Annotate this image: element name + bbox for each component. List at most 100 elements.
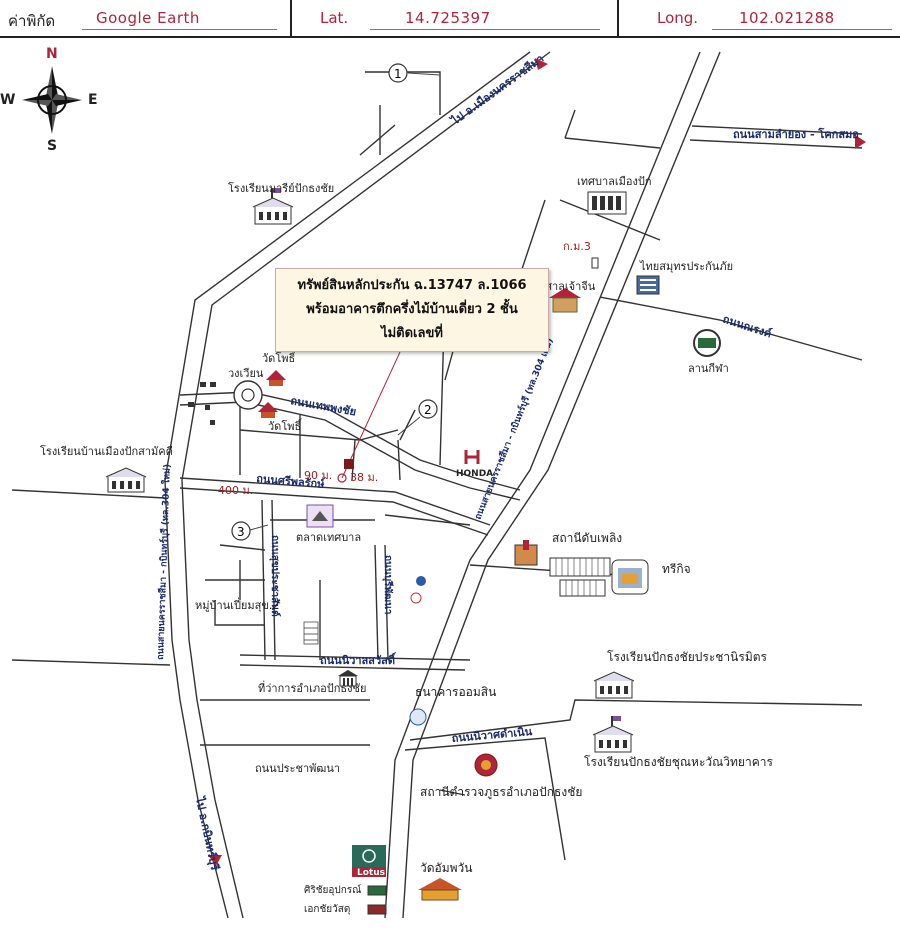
underline: [82, 29, 277, 30]
road-label-hwy304-new: ถนนสายนครราชสีมา - กบินทร์บุรี (ทล.304 ใ…: [154, 464, 173, 660]
place-label-lotus: Lotus: [357, 868, 385, 878]
niwat-road: [239, 654, 471, 661]
lat-label: Lat.: [320, 9, 349, 27]
narong-road: [599, 296, 863, 361]
hwy-304-old-road: [402, 51, 721, 919]
school-icon: [252, 188, 294, 225]
niwat-road: [239, 664, 466, 671]
government-building-icon: [338, 670, 358, 687]
compass-west: W: [0, 92, 16, 108]
place-label-thai-insurance: ไทยสมุทรประกันภัย: [639, 260, 733, 273]
place-label-wat-umpawan: วัดอัมพวัน: [420, 861, 473, 875]
distance-38m: 38 ม.: [350, 471, 378, 484]
road: [439, 789, 466, 796]
niwat-damnoen-road: [404, 737, 566, 861]
underline: [712, 29, 892, 30]
place-label-km3: ก.ม.3: [563, 240, 591, 253]
road-label-buripatana: ถนนบุรีพัฒนา: [382, 555, 394, 615]
school-icon: [593, 671, 635, 699]
road: [11, 489, 166, 499]
hwy-304-new-road: [164, 51, 531, 919]
road: [384, 514, 471, 526]
compass-rose: N S W E: [0, 46, 98, 158]
place-label-ekachai-store: เอกชัยวัสดุ: [304, 904, 350, 915]
bank-logo-icon: [409, 708, 427, 726]
road: [397, 439, 401, 481]
place-label-ban-muang-school: โรงเรียนบ้านเมืองปักสามัคคี: [40, 444, 173, 458]
niwat-damnoen-road: [409, 699, 863, 741]
road-label-niwat-sawat: ถนนนิวาสสวัสดิ์: [320, 652, 397, 667]
place-label-fire-station: สถานีดับเพลิง: [552, 531, 622, 545]
place-label-tri-kit: ทรีกิจ: [662, 562, 691, 576]
underline: [370, 29, 600, 30]
direction-arrow-icon: [855, 135, 866, 149]
place-label-wat-pho-1: วัดโพธิ์: [262, 350, 297, 365]
theppongchai-road: [179, 401, 521, 501]
gas-station-icon: [410, 592, 422, 604]
place-label-chunhawan-school: โรงเรียนปักธงชัยชุณหะวัณวิทยาคาร: [584, 755, 773, 770]
coord-label: ค่าพิกัด: [8, 12, 56, 30]
market-icon: [306, 504, 334, 528]
sam-lamyong-road: [691, 125, 863, 135]
place-label-village: หมู่บ้านเปี่ยมสุข.2: [195, 597, 279, 612]
road-label-sam-lamyong: ถนนสามลำยอง - โคกสมอ: [733, 127, 859, 141]
store-sign-icon: [367, 885, 387, 896]
place-label-honda: HONDA: [456, 469, 493, 479]
long-label: Long.: [657, 9, 699, 27]
municipality-building-icon: [587, 191, 627, 215]
temple-icon: [258, 402, 278, 418]
subject-property-icon: [344, 459, 354, 469]
temple-icon: [418, 878, 462, 901]
place-label-shrine: ศาลเจ้าจีน: [545, 280, 596, 293]
header-cell-lat: Lat. 14.725397: [290, 0, 619, 36]
road-label-to-korat: ไป อ.เมืองนครราชสีมา: [447, 51, 546, 129]
marker-label: 1: [394, 67, 402, 81]
store-sign-icon: [367, 904, 387, 915]
office-building-icon: [636, 275, 660, 295]
road: [564, 137, 661, 149]
long-value: 102.021288: [739, 9, 835, 27]
place-label-marie-school: โรงเรียนมารีย์ปักธงชัย: [228, 181, 334, 195]
road: [214, 600, 265, 626]
fire-station-icon: [514, 540, 538, 566]
stadium-icon: [693, 329, 721, 357]
road-label-sukhaprachasan: ถนนสุขประชาสันต์: [269, 535, 281, 617]
compass-south: S: [47, 138, 58, 154]
building-icon: [188, 402, 194, 407]
building-icon: [200, 382, 206, 387]
road: [559, 199, 661, 241]
place-label-market: ตลาดเทศบาล: [296, 531, 361, 544]
coord-source: Google Earth: [96, 9, 200, 27]
marker-1: 1: [388, 63, 441, 83]
parking-icon: [303, 621, 319, 645]
callout-line-1: ทรัพย์สินหลักประกัน ฉ.13747 ล.1066: [297, 278, 527, 293]
callout-leader-line: [341, 351, 401, 479]
place-label-stadium: ลานกีฬา: [688, 362, 729, 375]
buripatana-road: [384, 544, 389, 661]
store-icon: [611, 559, 649, 595]
place-label-wat-pho-2: วัดโพธิ์: [268, 418, 303, 433]
marker-label: 2: [424, 403, 432, 417]
header-cell-long: Long. 102.021288: [617, 0, 900, 36]
road-label-narong: ถนนณรงค์: [721, 312, 773, 340]
place-label-municipality: เทศบาลเมืองปัก: [577, 175, 652, 188]
building-icon: [210, 382, 216, 387]
hwy-304-new-road: [181, 51, 551, 919]
compass-north: N: [46, 46, 58, 62]
honda-logo-icon: [464, 450, 480, 464]
buripatana-road: [374, 544, 379, 661]
building-icon: [205, 405, 210, 410]
temple-icon: [266, 370, 286, 386]
callout-line-3: ไม่ติดเลขที่: [381, 326, 443, 341]
marker-2: 2: [397, 399, 438, 436]
header-cell-source: ค่าพิกัด Google Earth: [0, 0, 292, 36]
compass-east: E: [88, 92, 98, 108]
property-callout: ทรัพย์สินหลักประกัน ฉ.13747 ล.1066 พร้อม…: [275, 268, 549, 352]
roundabout-center: [241, 388, 255, 402]
road-network: [11, 51, 863, 919]
direction-arrow-icon: [535, 58, 548, 70]
distance-400m: 400 ม.: [218, 484, 253, 497]
school-icon: [105, 467, 147, 493]
lotus-logo-icon: [352, 845, 386, 877]
